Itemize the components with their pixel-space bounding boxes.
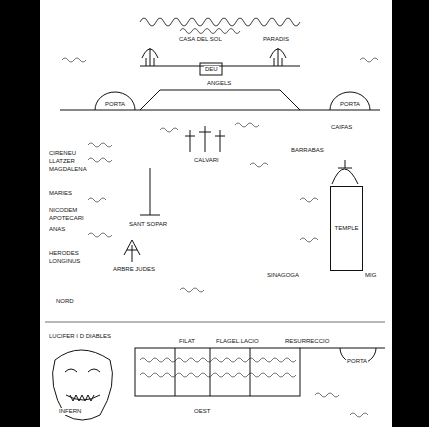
place-label: NICODEM — [48, 207, 78, 214]
place-label: ARBRE JUDES — [112, 266, 156, 273]
place-label: CALVARI — [193, 157, 220, 164]
place-label: SINAGOGA — [266, 272, 300, 279]
place-label: FILAT — [178, 338, 196, 345]
place-label: ANAS — [48, 226, 66, 233]
place-label: PORTA — [339, 101, 361, 108]
node-text: TEMPLE — [334, 225, 358, 232]
temple-tower: TEMPLE — [330, 186, 363, 271]
place-label: FLAGEL.LACIO — [215, 338, 260, 345]
place-label: LUCIFER I D DIABLES — [48, 333, 112, 340]
place-label: CIRENEU — [48, 150, 77, 157]
place-label: NORD — [55, 298, 75, 305]
place-label: PARADIS — [262, 36, 290, 43]
place-label: PORTA — [346, 358, 368, 365]
place-label: SANT SOPAR — [128, 221, 168, 228]
place-label: MIG — [364, 272, 377, 279]
place-label: ANGELS — [206, 80, 232, 87]
place-label: INFERN — [58, 408, 82, 415]
place-label: MAGDALENA — [48, 166, 88, 173]
place-label: OEST — [193, 408, 211, 415]
place-label: LLATZER — [48, 158, 76, 165]
place-label: APOTECARI — [48, 215, 85, 222]
place-label: CASA DEL SOL — [178, 36, 223, 43]
place-label: CAIFAS — [330, 124, 353, 131]
place-label: RESURRECCIO — [284, 338, 330, 345]
place-label: MARIES — [48, 190, 73, 197]
place-label: HERODES — [48, 250, 80, 257]
place-label: LONGINUS — [48, 258, 81, 265]
place-label: BARRABAS — [290, 147, 325, 154]
place-label: PORTA — [104, 101, 126, 108]
place-label: DEU — [204, 66, 219, 73]
